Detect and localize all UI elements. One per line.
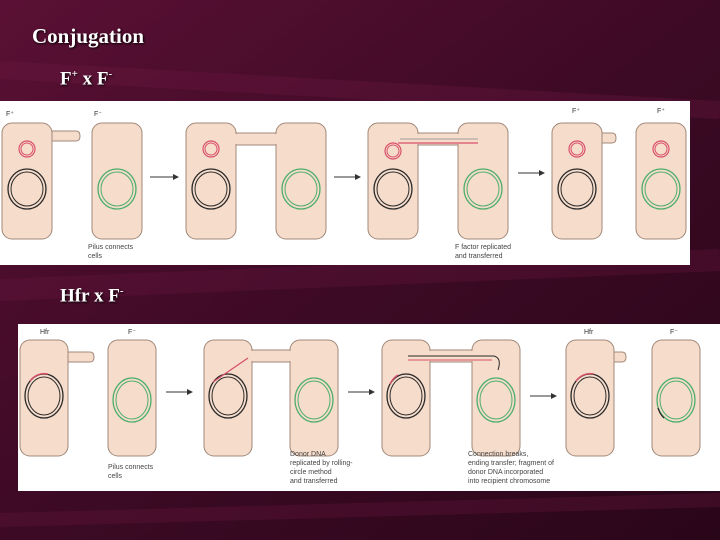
svg-text:donor DNA incorporated: donor DNA incorporated bbox=[468, 469, 543, 476]
caption-donor-dna-replicated: Donor DNA bbox=[290, 451, 326, 458]
recipient-cell bbox=[290, 340, 338, 456]
stage-3 bbox=[368, 123, 508, 239]
recipient-cell bbox=[108, 340, 156, 456]
conjugation-f-plus-diagram: F⁺ F⁻ bbox=[0, 101, 690, 265]
cell-label: F⁻ bbox=[94, 111, 102, 118]
cell-label: F⁺ bbox=[572, 108, 580, 115]
cell-label: F⁻ bbox=[128, 329, 136, 336]
cell-label: F⁺ bbox=[657, 108, 665, 115]
recipient-cell bbox=[472, 340, 520, 456]
section-title-hfr-x-f-minus: Hfr x F- bbox=[60, 285, 123, 307]
svg-text:ending transfer; fragment of: ending transfer; fragment of bbox=[468, 460, 554, 467]
caption-connection-breaks: Connection breaks, bbox=[468, 451, 528, 458]
stage-4: Hfr F⁻ bbox=[566, 329, 700, 456]
cell-label: Hfr bbox=[40, 329, 50, 336]
hfr-cell bbox=[20, 340, 68, 456]
caption-pilus-connects: Pilus connects bbox=[108, 464, 154, 471]
pilus bbox=[48, 131, 80, 141]
svg-text:replicated by rolling-: replicated by rolling- bbox=[290, 460, 353, 467]
stage-2 bbox=[204, 340, 338, 456]
stage-3 bbox=[382, 340, 520, 456]
hfr-cell bbox=[382, 340, 430, 456]
caption-pilus-connects: Pilus connects bbox=[88, 244, 134, 251]
cell-label: F⁺ bbox=[6, 111, 14, 118]
svg-text:and transferred: and transferred bbox=[455, 253, 503, 260]
cell-label: Hfr bbox=[584, 329, 594, 336]
svg-text:cells: cells bbox=[108, 473, 123, 480]
recombinant-recipient-cell bbox=[652, 340, 700, 456]
stage-2 bbox=[186, 123, 326, 239]
hfr-cell bbox=[566, 340, 614, 456]
section-title-f-plus-x-f-minus: F+ x F- bbox=[60, 68, 112, 90]
svg-text:circle method: circle method bbox=[290, 469, 332, 476]
stage-4: F⁺ F⁺ bbox=[552, 108, 686, 239]
stage-1: Hfr F⁻ bbox=[20, 329, 156, 456]
cell-label: F⁻ bbox=[670, 329, 678, 336]
svg-text:and transferred: and transferred bbox=[290, 478, 338, 485]
hfr-cell bbox=[204, 340, 252, 456]
slide-title: Conjugation bbox=[32, 24, 144, 49]
caption-f-factor-replicated: F factor replicated bbox=[455, 244, 511, 251]
conjugation-hfr-diagram: Hfr F⁻ bbox=[18, 324, 720, 491]
pilus-bridge bbox=[232, 133, 280, 145]
stage-1: F⁺ F⁻ bbox=[2, 111, 142, 239]
svg-text:into recipient chromosome: into recipient chromosome bbox=[468, 478, 550, 485]
svg-text:cells: cells bbox=[88, 253, 103, 260]
